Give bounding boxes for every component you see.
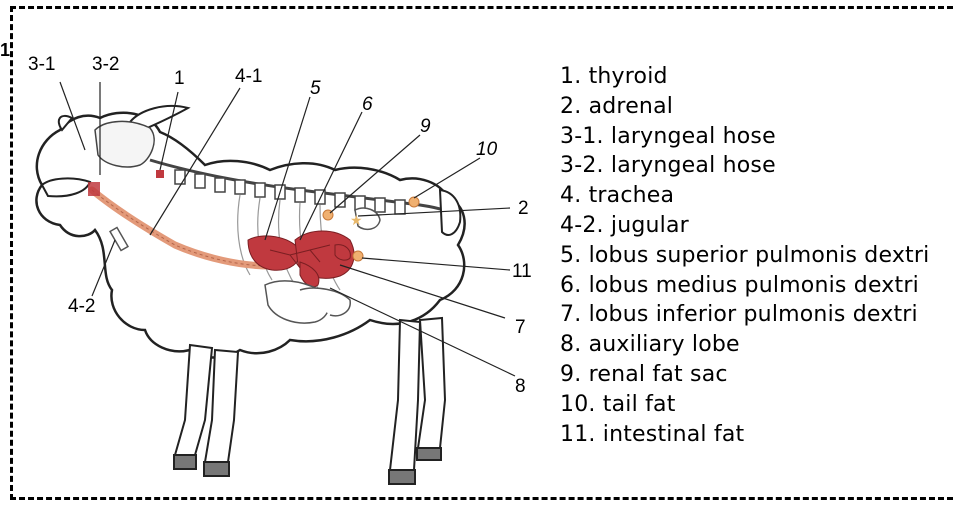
callout-3-1: 3-1 (28, 54, 55, 75)
thyroid (156, 170, 164, 178)
callout-4-2: 4-2 (68, 296, 95, 317)
legend-item: 8. auxiliary lobe (560, 330, 929, 360)
skull (95, 121, 154, 167)
tail (440, 190, 460, 235)
legend-item: 6. lobus medius pulmonis dextri (560, 271, 929, 301)
legend-item: 3-1. laryngeal hose (560, 122, 929, 152)
callout-10: 10 (476, 139, 498, 160)
legend-item: 5. lobus superior pulmonis dextri (560, 241, 929, 271)
legend-item: 4. trachea (560, 181, 929, 211)
intestinal-fat (353, 251, 363, 261)
callout-3-2: 3-2 (92, 54, 119, 75)
callout-7: 7 (515, 317, 526, 338)
callout-6: 6 (362, 94, 373, 115)
callout-1: 1 (174, 68, 185, 89)
legend-item: 2. adrenal (560, 92, 929, 122)
legend-item: 10. tail fat (560, 390, 929, 420)
legend-item: 7. lobus inferior pulmonis dextri (560, 300, 929, 330)
larynx (88, 182, 100, 196)
callout-9: 9 (420, 116, 431, 137)
callout-11: 11 (512, 261, 532, 282)
legend-item: 4-2. jugular (560, 211, 929, 241)
legend-item: 11. intestinal fat (560, 420, 929, 450)
callout-2: 2 (518, 198, 529, 219)
legend-item: 3-2. laryngeal hose (560, 151, 929, 181)
callout-5: 5 (310, 78, 321, 99)
legend-item: 9. renal fat sac (560, 360, 929, 390)
callout-4-1: 4-1 (235, 66, 262, 87)
tail-fat (409, 197, 419, 207)
callout-8: 8 (515, 376, 526, 397)
legend-item: 1. thyroid (560, 62, 929, 92)
legend: 1. thyroid 2. adrenal 3-1. laryngeal hos… (560, 62, 929, 449)
